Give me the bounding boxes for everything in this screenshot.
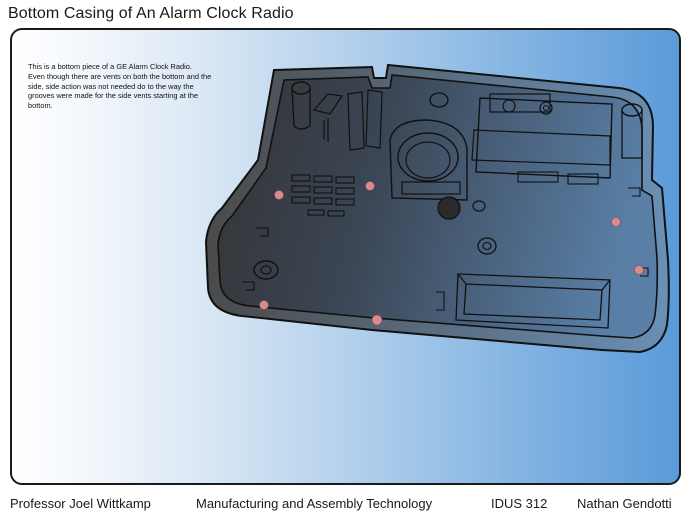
footer-course-code: IDUS 312 <box>491 496 548 511</box>
battery-bay <box>471 93 613 185</box>
description-line: This is a bottom piece of a GE Alarm Clo… <box>28 62 192 71</box>
edge-clips <box>242 187 649 311</box>
description-line: side, side action was not needed do to t… <box>28 81 194 91</box>
description-text: This is a bottom piece of a GE Alarm Clo… <box>28 62 268 111</box>
display-window <box>455 273 611 329</box>
description-line: Even though there are vents on both the … <box>28 71 212 81</box>
footer-course-name: Manufacturing and Assembly Technology <box>196 496 433 511</box>
footer: Professor Joel Wittkamp Manufacturing an… <box>0 496 700 516</box>
description-line: grooves were made for the side vents sta… <box>28 91 199 101</box>
ejector-pin-marks <box>259 181 644 326</box>
speaker-cup <box>389 119 468 201</box>
side-ribs <box>312 89 383 151</box>
casing-illustration <box>204 63 670 354</box>
knob-boss <box>437 196 461 220</box>
description-line: bottom. <box>28 101 53 111</box>
footer-professor: Professor Joel Wittkamp <box>10 496 151 511</box>
footer-author: Nathan Gendotti <box>577 496 672 511</box>
page-title: Bottom Casing of An Alarm Clock Radio <box>8 5 294 22</box>
grid-vents <box>291 174 355 217</box>
mounting-posts <box>253 81 643 280</box>
illustration-panel: This is a bottom piece of a GE Alarm Clo… <box>10 28 681 485</box>
